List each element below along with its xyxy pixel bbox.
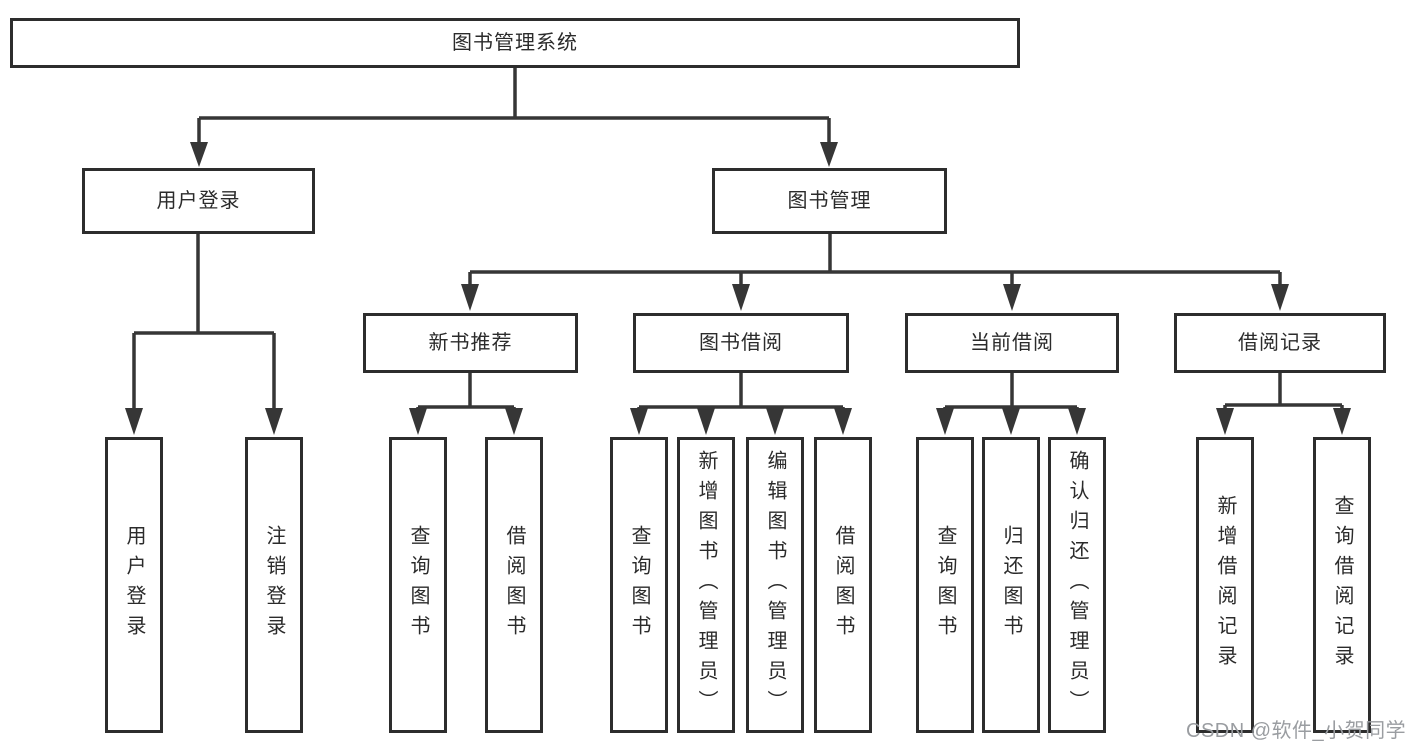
leaf-user-login-label: 用户登录 bbox=[123, 525, 145, 645]
leaf-logout-label: 注销登录 bbox=[263, 525, 285, 645]
leaf-borrowing-query-books: 查询图书 bbox=[610, 437, 668, 733]
connector-user-login-children bbox=[125, 234, 283, 435]
leaf-borrowing-edit-books-label: 编辑图书（管理员） bbox=[764, 450, 786, 720]
leaf-borrowing-add-books-label: 新增图书（管理员） bbox=[695, 450, 717, 720]
leaf-logout: 注销登录 bbox=[245, 437, 303, 733]
leaf-records-add-record: 新增借阅记录 bbox=[1196, 437, 1254, 733]
leaf-current-query-books-label: 查询图书 bbox=[934, 525, 956, 645]
node-borrowing-records-label: 借阅记录 bbox=[1238, 332, 1322, 354]
leaf-recommend-query-books: 查询图书 bbox=[389, 437, 447, 733]
leaf-recommend-borrow-books: 借阅图书 bbox=[485, 437, 543, 733]
csdn-watermark: CSDN @软件_小贺同学 bbox=[1186, 720, 1405, 742]
leaf-records-add-record-label: 新增借阅记录 bbox=[1214, 495, 1236, 675]
node-book-borrowing: 图书借阅 bbox=[633, 313, 849, 373]
node-borrowing-records: 借阅记录 bbox=[1174, 313, 1386, 373]
leaf-records-query-record-label: 查询借阅记录 bbox=[1331, 495, 1353, 675]
node-root: 图书管理系统 bbox=[10, 18, 1020, 68]
node-book-management: 图书管理 bbox=[712, 168, 947, 234]
leaf-records-query-record: 查询借阅记录 bbox=[1313, 437, 1371, 733]
leaf-borrowing-query-books-label: 查询图书 bbox=[628, 525, 650, 645]
connector-root-to-level2 bbox=[190, 68, 838, 167]
leaf-recommend-borrow-books-label: 借阅图书 bbox=[503, 525, 525, 645]
node-new-book-recommend: 新书推荐 bbox=[363, 313, 578, 373]
connector-current-borrowing-children bbox=[936, 373, 1086, 435]
leaf-current-confirm-return: 确认归还（管理员） bbox=[1048, 437, 1106, 733]
node-new-book-recommend-label: 新书推荐 bbox=[428, 332, 513, 354]
node-user-login: 用户登录 bbox=[82, 168, 315, 234]
connector-book-management-children bbox=[461, 234, 1289, 311]
leaf-current-query-books: 查询图书 bbox=[916, 437, 974, 733]
leaf-current-return-books-label: 归还图书 bbox=[1000, 525, 1022, 645]
connector-borrow-records-children bbox=[1216, 373, 1351, 435]
node-user-login-label: 用户登录 bbox=[156, 190, 241, 212]
leaf-user-login: 用户登录 bbox=[105, 437, 163, 733]
leaf-current-return-books: 归还图书 bbox=[982, 437, 1040, 733]
leaf-recommend-query-books-label: 查询图书 bbox=[407, 525, 429, 645]
leaf-borrowing-borrow-books: 借阅图书 bbox=[814, 437, 872, 733]
connector-new-book-children bbox=[409, 373, 523, 435]
node-current-borrowing: 当前借阅 bbox=[905, 313, 1119, 373]
leaf-borrowing-add-books: 新增图书（管理员） bbox=[677, 437, 735, 733]
node-book-borrowing-label: 图书借阅 bbox=[699, 332, 783, 354]
leaf-borrowing-edit-books: 编辑图书（管理员） bbox=[746, 437, 804, 733]
node-current-borrowing-label: 当前借阅 bbox=[970, 332, 1054, 354]
node-root-label: 图书管理系统 bbox=[452, 32, 578, 54]
connector-book-borrowing-children bbox=[630, 373, 852, 435]
node-book-management-label: 图书管理 bbox=[787, 190, 872, 212]
leaf-current-confirm-return-label: 确认归还（管理员） bbox=[1066, 450, 1088, 720]
leaf-borrowing-borrow-books-label: 借阅图书 bbox=[832, 525, 854, 645]
